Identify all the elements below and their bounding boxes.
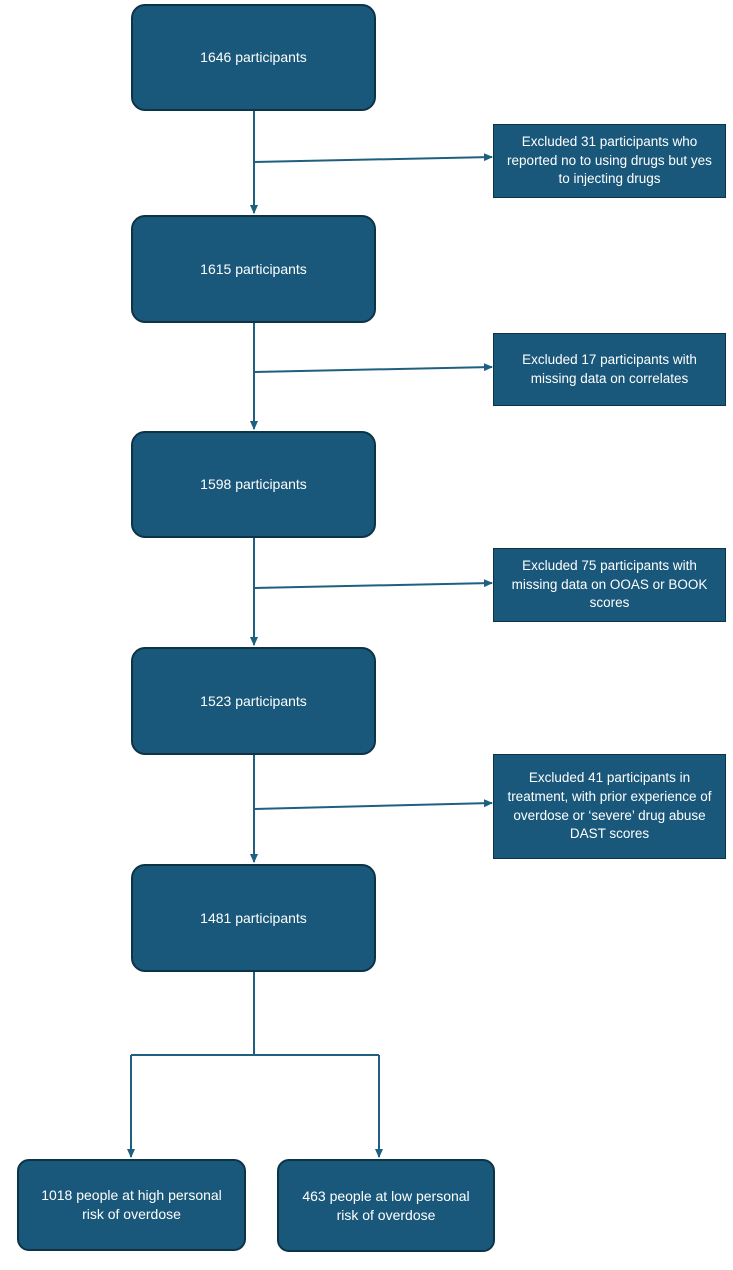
step-box-4: 1523 participants bbox=[131, 647, 376, 755]
step-box-5: 1481 participants bbox=[131, 864, 376, 972]
exclusion-box-3: Excluded 75 participants with missing da… bbox=[493, 548, 726, 622]
step-box-1: 1646 participants bbox=[131, 4, 376, 111]
outcome-label-low-risk: 463 people at low personal risk of overd… bbox=[302, 1187, 470, 1223]
exclusion-box-2: Excluded 17 participants with missing da… bbox=[493, 333, 726, 406]
exclusion-box-1: Excluded 31 participants who reported no… bbox=[493, 124, 726, 198]
step-label-3: 1598 participants bbox=[200, 476, 307, 493]
exclusion-label-3: Excluded 75 participants with missing da… bbox=[511, 557, 708, 611]
exclusion-label-4: Excluded 41 participants in treatment, w… bbox=[507, 769, 712, 842]
outcome-label-high-risk: 1018 people at high personal risk of ove… bbox=[41, 1187, 222, 1222]
step-label-1: 1646 participants bbox=[200, 49, 307, 66]
outcome-box-high-risk: 1018 people at high personal risk of ove… bbox=[17, 1159, 246, 1251]
exclusion-label-1: Excluded 31 participants who reported no… bbox=[507, 133, 712, 187]
arrow-to-exclusion-4 bbox=[253, 799, 493, 810]
step-label-2: 1615 participants bbox=[200, 260, 307, 277]
step-box-3: 1598 participants bbox=[131, 431, 376, 538]
exclusion-label-2: Excluded 17 participants with missing da… bbox=[522, 351, 697, 386]
arrow-to-exclusion-3 bbox=[253, 579, 493, 589]
step-label-5: 1481 participants bbox=[200, 909, 307, 926]
arrow-to-exclusion-1 bbox=[253, 153, 493, 163]
step-box-2: 1615 participants bbox=[131, 215, 376, 323]
step-label-4: 1523 participants bbox=[200, 692, 307, 709]
arrow-to-exclusion-2 bbox=[253, 363, 493, 373]
exclusion-box-4: Excluded 41 participants in treatment, w… bbox=[493, 754, 726, 859]
outcome-box-low-risk: 463 people at low personal risk of overd… bbox=[277, 1159, 495, 1252]
